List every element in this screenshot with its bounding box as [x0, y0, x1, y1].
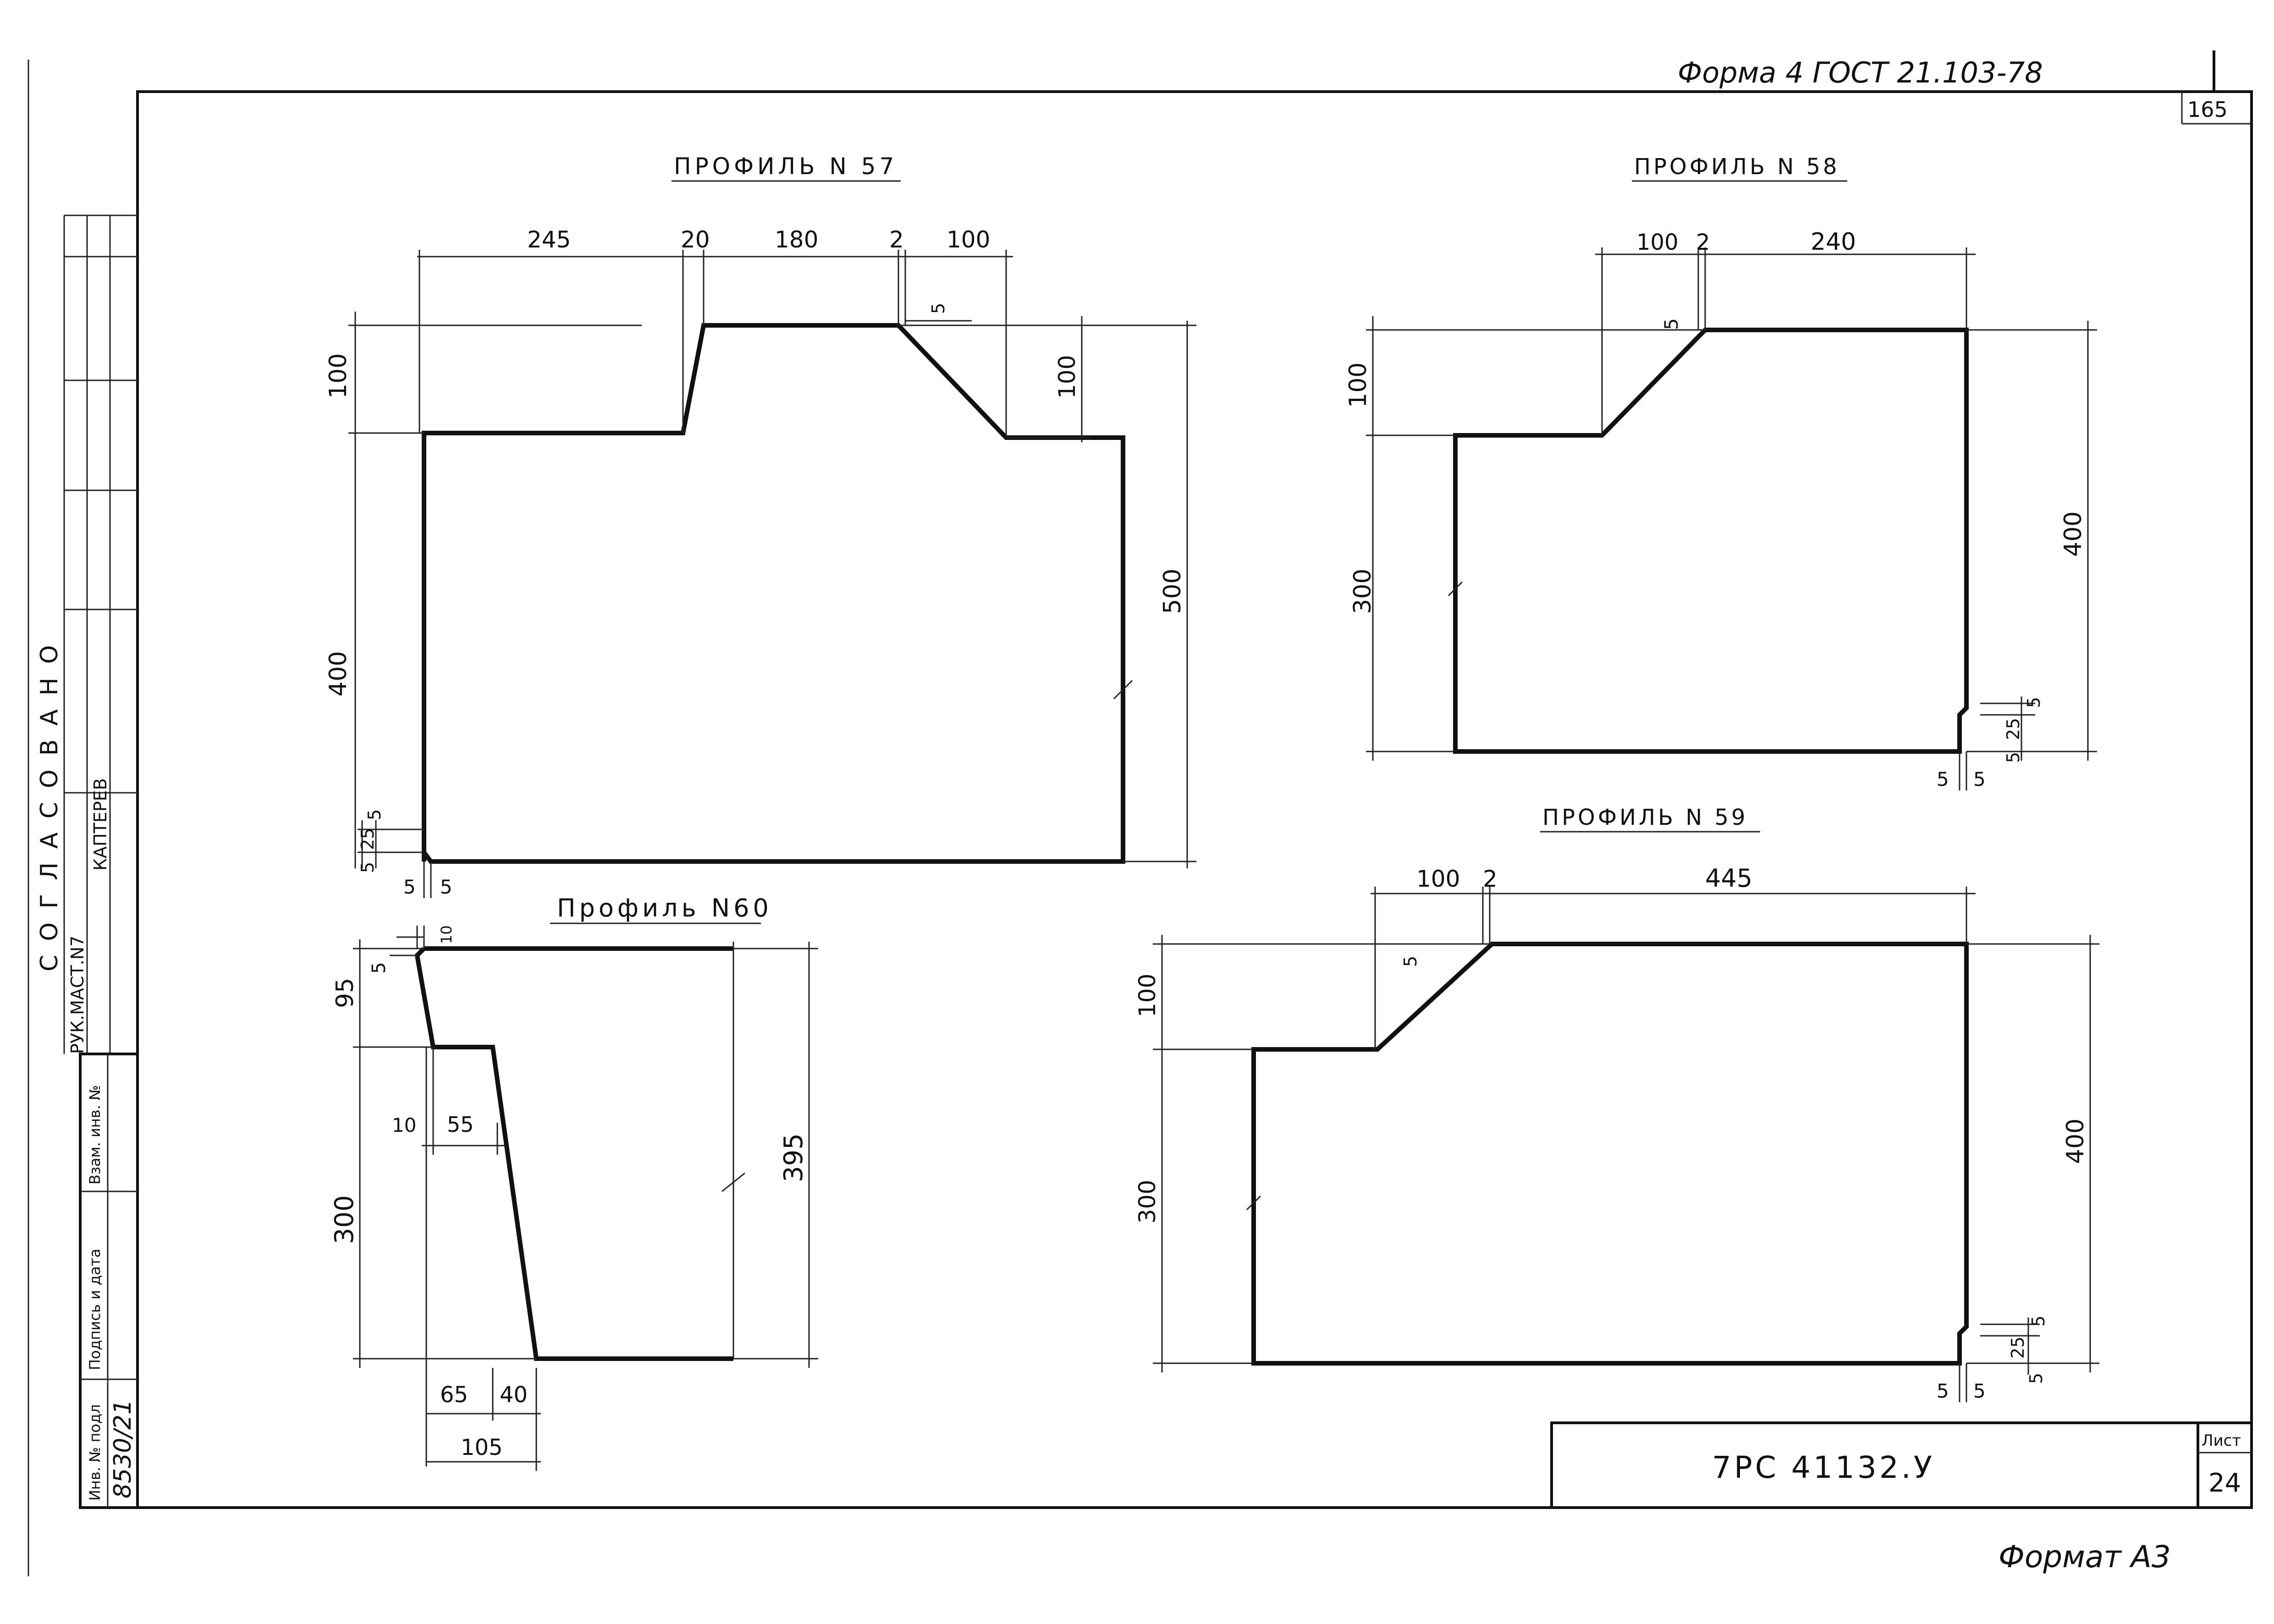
- profile-59-outline: [1251, 942, 1969, 1366]
- sheet-number: 24: [2208, 1468, 2241, 1498]
- profile-60-title: Профиль N60: [557, 894, 772, 922]
- p60-dim-395: 395: [779, 1133, 809, 1182]
- profile-59-title: ПРОФИЛЬ N 59: [1542, 805, 1748, 830]
- p57-dim-20: 20: [681, 226, 710, 253]
- profile-58-title: ПРОФИЛЬ N 58: [1634, 154, 1840, 180]
- drawing-designation: 7РС 41132.У: [1712, 1450, 1935, 1485]
- title-block: 7РС 41132.У Лист 24: [1550, 1421, 2253, 1509]
- p57-dim-245: 245: [527, 226, 571, 253]
- stamp-cell-signature: Подпись и дата: [86, 1249, 104, 1370]
- p60-dim-10: 10: [392, 1114, 416, 1136]
- p58-dim-bottom-5b: 5: [1973, 768, 1986, 790]
- p57-dim-corner-5a: 5: [364, 809, 385, 820]
- profile-59: ПРОФИЛЬ N 59 100 2 445 5 100 300 400 5 2…: [1134, 805, 2099, 1402]
- p60-dim-65: 65: [440, 1382, 468, 1408]
- p59-dim-300: 300: [1134, 1180, 1161, 1223]
- p58-dim-chamfer-5: 5: [1661, 318, 1682, 330]
- p59-dim-corner-5b: 5: [2026, 1373, 2046, 1384]
- p59-dim-100-left: 100: [1134, 974, 1161, 1017]
- p59-dim-400: 400: [2062, 1119, 2089, 1164]
- p60-dim-5: 5: [369, 962, 390, 974]
- stamp-cell-replacement: Взам. инв. №: [86, 1085, 104, 1185]
- p60-dim-55: 55: [447, 1112, 474, 1137]
- p59-dim-chamfer-5: 5: [1400, 956, 1421, 967]
- p57-dim-corner-5b: 5: [358, 862, 378, 873]
- corner-number: 165: [2187, 97, 2228, 122]
- p60-dim-300: 300: [330, 1195, 359, 1244]
- inventory-number: 8530/21: [109, 1399, 137, 1498]
- p59-dim-bottom-5b: 5: [1973, 1380, 1986, 1402]
- p57-dim-left-400: 400: [325, 651, 352, 697]
- profile-57-outline: [422, 323, 1125, 864]
- p59-dim-2: 2: [1483, 866, 1498, 892]
- sheet-label: Лист: [2202, 1432, 2241, 1450]
- profile-60-outline: [414, 946, 733, 1361]
- form-note: Форма 4 ГОСТ 21.103-78: [1678, 56, 2043, 89]
- approval-name: КАПТЕРЕВ: [90, 778, 110, 871]
- p59-dim-corner-5a: 5: [2028, 1316, 2048, 1327]
- profile-58: ПРОФИЛЬ N 58 100 2 240 5 100 300 400 5 2…: [1344, 154, 2097, 790]
- p57-dim-2: 2: [889, 226, 904, 253]
- profile-57-title: ПРОФИЛЬ N 57: [674, 153, 897, 180]
- approval-position: РУК.МАСТ.N7: [67, 936, 88, 1054]
- p60-dim-105: 105: [461, 1435, 503, 1460]
- p58-dim-corner-25: 25: [2003, 718, 2023, 740]
- drawing-frame: [136, 90, 2253, 1509]
- p57-dim-180: 180: [775, 226, 818, 253]
- p60-dim-95: 95: [331, 978, 359, 1008]
- profile-58-outline: [1453, 328, 1969, 754]
- profile-60: Профиль N60 10 5 95 300 10 55 395 65 40: [330, 894, 818, 1471]
- side-stamp: Инв. № подл Подпись и дата Взам. инв. № …: [79, 1053, 139, 1509]
- p59-dim-100: 100: [1416, 866, 1460, 892]
- p57-dim-right-100: 100: [1054, 355, 1080, 399]
- p57-dim-chamfer-5: 5: [928, 303, 948, 314]
- p58-dim-300: 300: [1349, 569, 1377, 614]
- p57-dim-500: 500: [1159, 569, 1186, 614]
- profile-57: ПРОФИЛЬ N 57 245 20 180 2 100 5 100 400 …: [325, 153, 1196, 898]
- p57-dim-left-100: 100: [325, 353, 352, 399]
- p58-dim-bottom-5a: 5: [1937, 768, 1949, 790]
- p59-dim-445: 445: [1705, 864, 1752, 893]
- p58-dim-2: 2: [1696, 230, 1710, 255]
- p60-dim-40: 40: [500, 1382, 528, 1408]
- p58-dim-240: 240: [1811, 228, 1856, 256]
- p59-dim-corner-25: 25: [2008, 1337, 2028, 1359]
- p57-dim-bottom-5b: 5: [440, 876, 452, 898]
- p58-dim-400: 400: [2059, 511, 2087, 557]
- p58-dim-100: 100: [1636, 230, 1679, 255]
- p59-dim-bottom-5a: 5: [1937, 1380, 1949, 1402]
- p58-dim-100-left: 100: [1344, 362, 1372, 408]
- p57-dim-corner-25: 25: [358, 828, 378, 850]
- p58-dim-corner-5b: 5: [2003, 752, 2023, 763]
- p57-dim-100: 100: [947, 226, 990, 253]
- approval-label: СОГЛАСОВАНО: [36, 631, 63, 971]
- stamp-cell-inventory: Инв. № подл: [86, 1404, 104, 1501]
- approval-strip: СОГЛАСОВАНО РУК.МАСТ.N7 КАПТЕРЕВ: [36, 214, 138, 1054]
- p58-dim-corner-5a: 5: [2024, 697, 2044, 708]
- format-note: Формат А3: [1999, 1539, 2171, 1575]
- p57-dim-bottom-5a: 5: [403, 876, 416, 898]
- p60-dim-top-10: 10: [438, 925, 455, 944]
